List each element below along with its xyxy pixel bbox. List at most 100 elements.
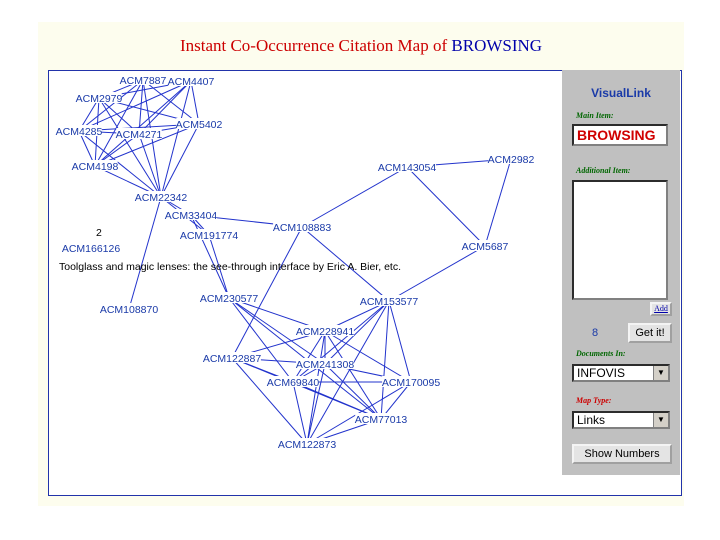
node-label-bg <box>278 438 336 449</box>
graph-node[interactable]: ACM5687 <box>462 241 509 253</box>
documents-in-label: Documents In: <box>576 349 626 358</box>
graph-node[interactable]: ACM228941 <box>296 326 355 338</box>
node-label-bg <box>120 74 166 85</box>
graph-node[interactable]: ACM22342 <box>135 192 188 204</box>
number-label: 2 <box>96 227 102 239</box>
graph-edge <box>98 97 162 198</box>
graph-edge <box>78 130 162 198</box>
graph-node[interactable]: ACM191774 <box>180 230 239 242</box>
graph-edge <box>160 80 192 198</box>
graph-node[interactable]: ACM4407 <box>168 76 215 88</box>
main-item-input[interactable] <box>572 124 668 146</box>
node-label-bg <box>296 358 354 369</box>
tooltip-text: Toolglass and magic lenses: the see-thro… <box>59 261 401 273</box>
documents-in-select[interactable]: INFOVIS ▼ <box>572 364 670 382</box>
graph-node[interactable]: ACM122873 <box>278 439 337 451</box>
graph-edge <box>324 300 390 365</box>
node-label-bg <box>203 352 261 363</box>
node-label-bg <box>296 325 354 336</box>
title-term: BROWSING <box>451 36 543 55</box>
graph-edge <box>160 123 200 198</box>
graph-edge <box>138 80 192 135</box>
graph-edge <box>138 133 162 198</box>
graph-node[interactable]: ACM5402 <box>176 119 223 131</box>
node-label-bg <box>176 118 222 129</box>
graph-edge <box>292 381 382 420</box>
graph-edge <box>324 363 382 420</box>
graph-edge <box>190 80 200 125</box>
documents-in-value: INFOVIS <box>577 366 626 380</box>
graph-edge <box>306 363 326 445</box>
node-label-bg <box>267 376 319 387</box>
map-type-select[interactable]: Links ▼ <box>572 411 670 429</box>
map-type-value: Links <box>577 413 606 427</box>
graph-edge <box>138 79 144 135</box>
graph-node[interactable]: ACM108870 <box>100 304 159 316</box>
chevron-down-icon[interactable]: ▼ <box>653 413 668 427</box>
graph-node[interactable]: ACM33404 <box>165 210 218 222</box>
graph-node[interactable]: ACM77013 <box>355 414 408 426</box>
graph-node[interactable]: ACM2979 <box>76 93 123 105</box>
additional-items-label: Additional Item: <box>576 166 631 175</box>
graph-node[interactable]: ACM122887 <box>203 353 262 365</box>
node-label-bg <box>360 295 418 306</box>
graph-node[interactable]: ACM153577 <box>360 296 419 308</box>
graph-edge <box>190 214 230 299</box>
node-label-bg <box>200 292 258 303</box>
graph-edge <box>128 196 162 310</box>
show-numbers-button[interactable]: Show Numbers <box>572 444 672 464</box>
graph-node[interactable]: ACM143054 <box>378 162 437 174</box>
node-label-bg <box>135 191 187 202</box>
graph-edge <box>301 166 408 228</box>
graph-node[interactable]: ACM2982 <box>488 154 535 166</box>
graph-edge <box>301 226 390 302</box>
graph-edge <box>78 79 144 132</box>
get-it-button[interactable]: Get it! <box>628 323 672 343</box>
graph-node[interactable]: ACM241308 <box>296 359 355 371</box>
title-prefix: Instant Co-Occurrence Citation Map of <box>179 36 452 55</box>
graph-edge <box>208 234 230 299</box>
document-count: 8 <box>592 327 599 339</box>
graph-edge <box>94 80 192 167</box>
additional-items-textarea[interactable] <box>572 180 668 300</box>
node-label-bg <box>62 242 120 253</box>
graph-edge <box>306 300 390 445</box>
node-label-bg <box>462 240 508 251</box>
node-label-bg <box>180 229 238 240</box>
graph-node[interactable]: ACM108883 <box>273 222 332 234</box>
graph-node[interactable]: ACM230577 <box>200 293 259 305</box>
graph-edge <box>231 226 303 359</box>
main-item-label: Main Item: <box>576 111 614 120</box>
node-label-bg <box>382 376 440 387</box>
panel-heading: VisualLink <box>591 86 651 100</box>
graph-node[interactable]: ACM170095 <box>382 377 441 389</box>
graph-node[interactable]: ACM69840 <box>267 377 320 389</box>
graph-edge <box>231 357 308 445</box>
graph-node[interactable]: ACM7887 <box>120 75 167 87</box>
visuallink-panel: VisualLink Main Item: Additional Item: A… <box>562 70 680 475</box>
chevron-down-icon[interactable]: ▼ <box>653 366 668 380</box>
graph-node[interactable]: ACM4198 <box>72 161 119 173</box>
graph-node[interactable]: ACM4271 <box>116 129 163 141</box>
node-label-bg <box>355 413 407 424</box>
add-button[interactable]: Add <box>650 302 672 316</box>
graph-edge <box>78 80 192 132</box>
graph-edge <box>388 245 486 302</box>
graph-edge <box>380 300 390 420</box>
graph-edge <box>94 123 200 167</box>
map-type-label: Map Type: <box>576 396 612 405</box>
node-label-bg <box>273 221 331 232</box>
node-label-bg <box>76 92 122 103</box>
graph-edge <box>292 381 308 445</box>
graph-node[interactable]: ACM166126 <box>62 243 121 255</box>
graph-node[interactable]: ACM4285 <box>56 126 103 138</box>
edge-layer <box>78 79 512 445</box>
node-label-bg <box>72 160 118 171</box>
node-label-bg <box>168 75 214 86</box>
graph-edge <box>94 79 144 167</box>
graph-edge <box>292 330 326 383</box>
page-title: Instant Co-Occurrence Citation Map of BR… <box>38 36 684 56</box>
node-label-bg <box>100 303 158 314</box>
graph-edge <box>324 330 382 420</box>
